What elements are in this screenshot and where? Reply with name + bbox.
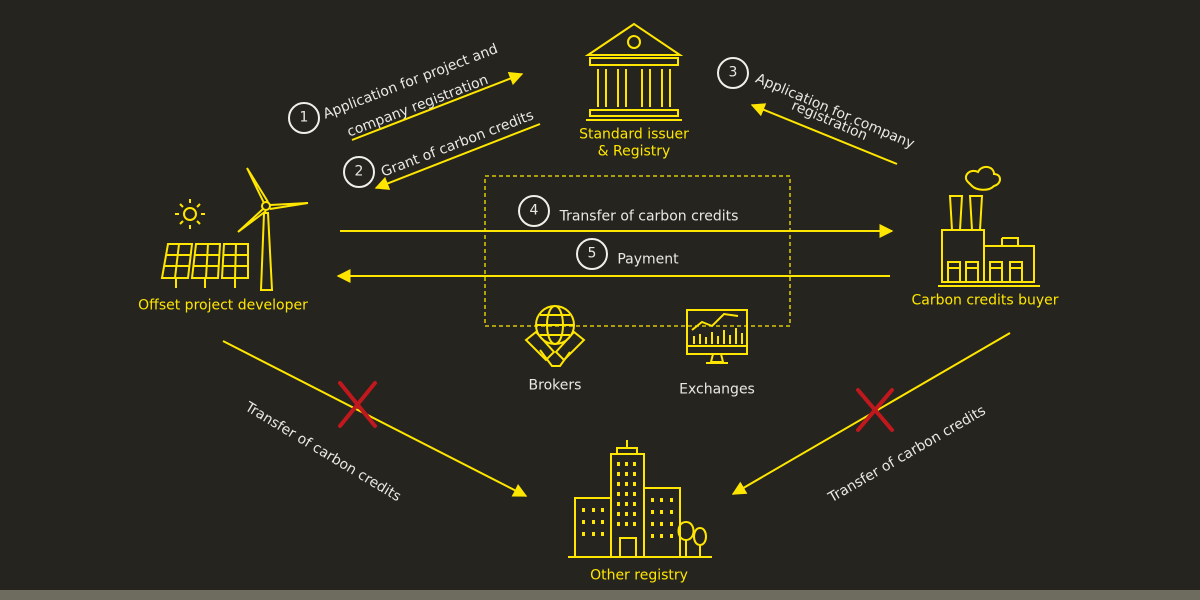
developer-label: Offset project developer (138, 297, 308, 314)
step-1-circle (288, 102, 320, 134)
brokers-label: Brokers (528, 377, 582, 394)
step-4-number: 4 (529, 202, 539, 219)
solar-panel-icon (160, 243, 249, 288)
step-5-number: 5 (587, 245, 597, 262)
step-3-circle (717, 57, 749, 89)
sun-icon (175, 199, 205, 229)
exchanges-label: Exchanges (679, 381, 755, 398)
cross-icon (338, 381, 377, 428)
office-buildings-icon (568, 440, 712, 558)
step-4-label: Transfer of carbon credits (559, 208, 739, 225)
bank-building-icon (584, 22, 684, 121)
step-3-number: 3 (728, 64, 738, 81)
factory-icon (938, 166, 1040, 287)
arrow-2 (374, 123, 541, 190)
buyer-label: Carbon credits buyer (911, 292, 1059, 309)
other-registry-label: Other registry (590, 567, 688, 584)
wind-turbine-icon (237, 167, 309, 291)
intermediaries-box (484, 175, 791, 327)
issuer-label-line2: & Registry (597, 143, 671, 160)
step-5-label: Payment (617, 251, 679, 268)
step-5-circle (576, 238, 608, 270)
monitor-chart-icon (686, 309, 748, 364)
cross-icon (856, 388, 894, 432)
arrow-3 (750, 103, 898, 165)
bottom-strip (0, 590, 1200, 600)
globe-handshake-icon (524, 305, 586, 367)
step-1-number: 1 (299, 109, 309, 126)
step-2-number: 2 (354, 163, 364, 180)
step-2-circle (343, 156, 375, 188)
issuer-label-line1: Standard issuer (579, 126, 689, 143)
building-windows (582, 462, 673, 538)
arrow-blocked-left (222, 340, 528, 497)
arrow-1 (351, 72, 524, 141)
step-4-circle (518, 195, 550, 227)
